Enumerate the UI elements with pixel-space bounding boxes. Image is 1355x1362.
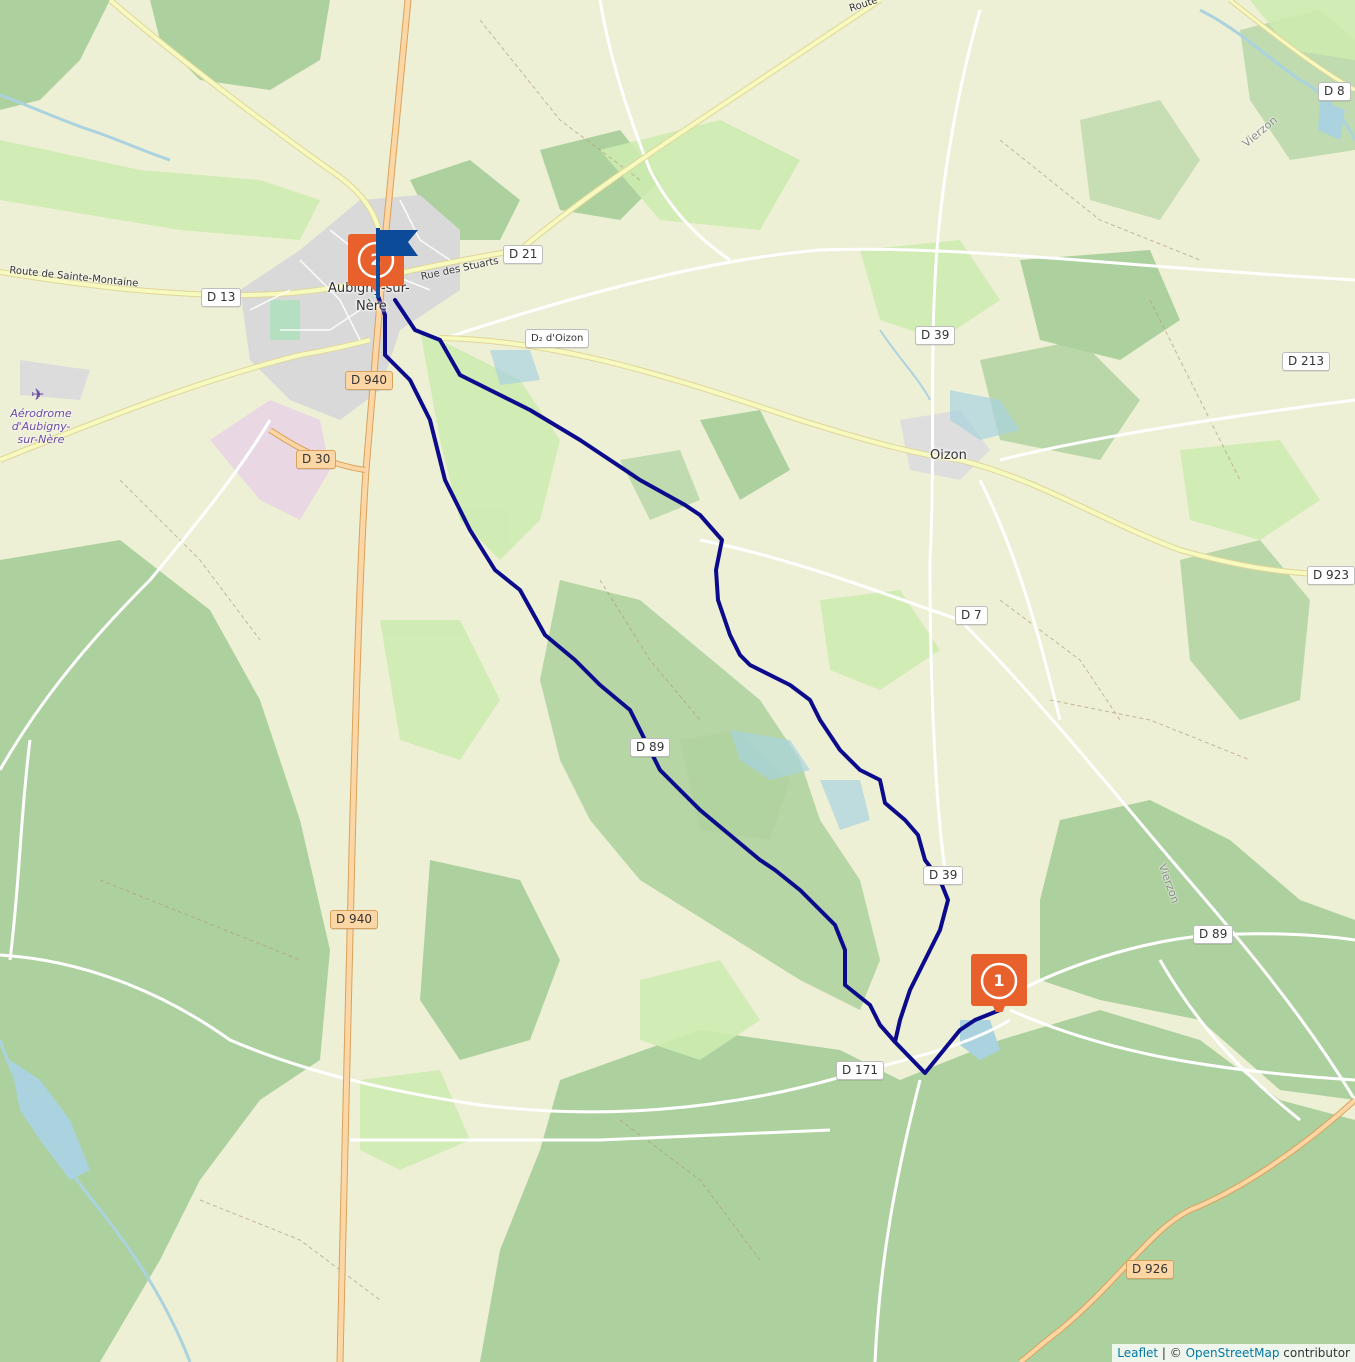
town-streets: [249, 199, 451, 341]
secondary-roads: [0, 0, 1355, 578]
numbered-pin-icon: [971, 954, 1027, 1012]
aerodrome-label-line1: Aérodrome: [10, 407, 72, 420]
road-shield-d940-bottom: D 940: [330, 910, 378, 929]
primary-roads: [268, 0, 1355, 1362]
road-shield-d-oizon: D₂ d'Oizon: [525, 329, 590, 348]
road-shield-d89-right: D 89: [1193, 925, 1234, 944]
aerodrome-label-line2: d'Aubigny-: [11, 420, 71, 433]
route-marker-1[interactable]: 1: [971, 954, 1027, 1012]
road-shield-d13: D 13: [201, 288, 242, 307]
airplane-icon: ✈: [31, 385, 45, 404]
route-marker-2-label: 2: [370, 250, 382, 269]
attribution-separator: | ©: [1158, 1346, 1186, 1360]
road-shield-d213: D 213: [1282, 352, 1330, 371]
road-shield-d39-top: D 39: [915, 326, 956, 345]
road-shield-d940-top: D 940: [345, 371, 393, 390]
road-shield-d7: D 7: [955, 606, 988, 625]
road-shield-d926: D 926: [1126, 1260, 1174, 1279]
aerodrome-label-line3: sur-Nère: [17, 433, 65, 446]
route-path: [376, 294, 1002, 1075]
osm-link[interactable]: OpenStreetMap: [1185, 1346, 1280, 1360]
tracks: [99, 19, 1251, 1301]
road-shield-d89-left: D 89: [630, 738, 671, 757]
meadow-areas: [0, 0, 1355, 1170]
water-bodies: [10, 100, 1345, 1180]
road-shield-d39-mid: D 39: [923, 866, 964, 885]
road-shield-d171: D 171: [836, 1061, 884, 1080]
rivers: [0, 8, 1355, 1362]
route-marker-1-label: 1: [993, 971, 1005, 990]
road-shield-d8: D 8: [1318, 82, 1351, 101]
map-attribution: Leaflet | © OpenStreetMap contributor: [1112, 1344, 1355, 1362]
leaflet-link[interactable]: Leaflet: [1117, 1346, 1159, 1360]
road-shield-d30: D 30: [296, 450, 337, 469]
attribution-suffix: contributor: [1279, 1346, 1350, 1360]
place-label-oizon: Oizon: [930, 448, 967, 463]
place-label-aubigny-line2: Nère: [356, 299, 387, 314]
road-shield-d21: D 21: [503, 245, 544, 264]
aerodrome-label: Aérodrome d'Aubigny- sur-Nère: [4, 407, 78, 446]
road-shield-d923: D 923: [1307, 566, 1355, 585]
